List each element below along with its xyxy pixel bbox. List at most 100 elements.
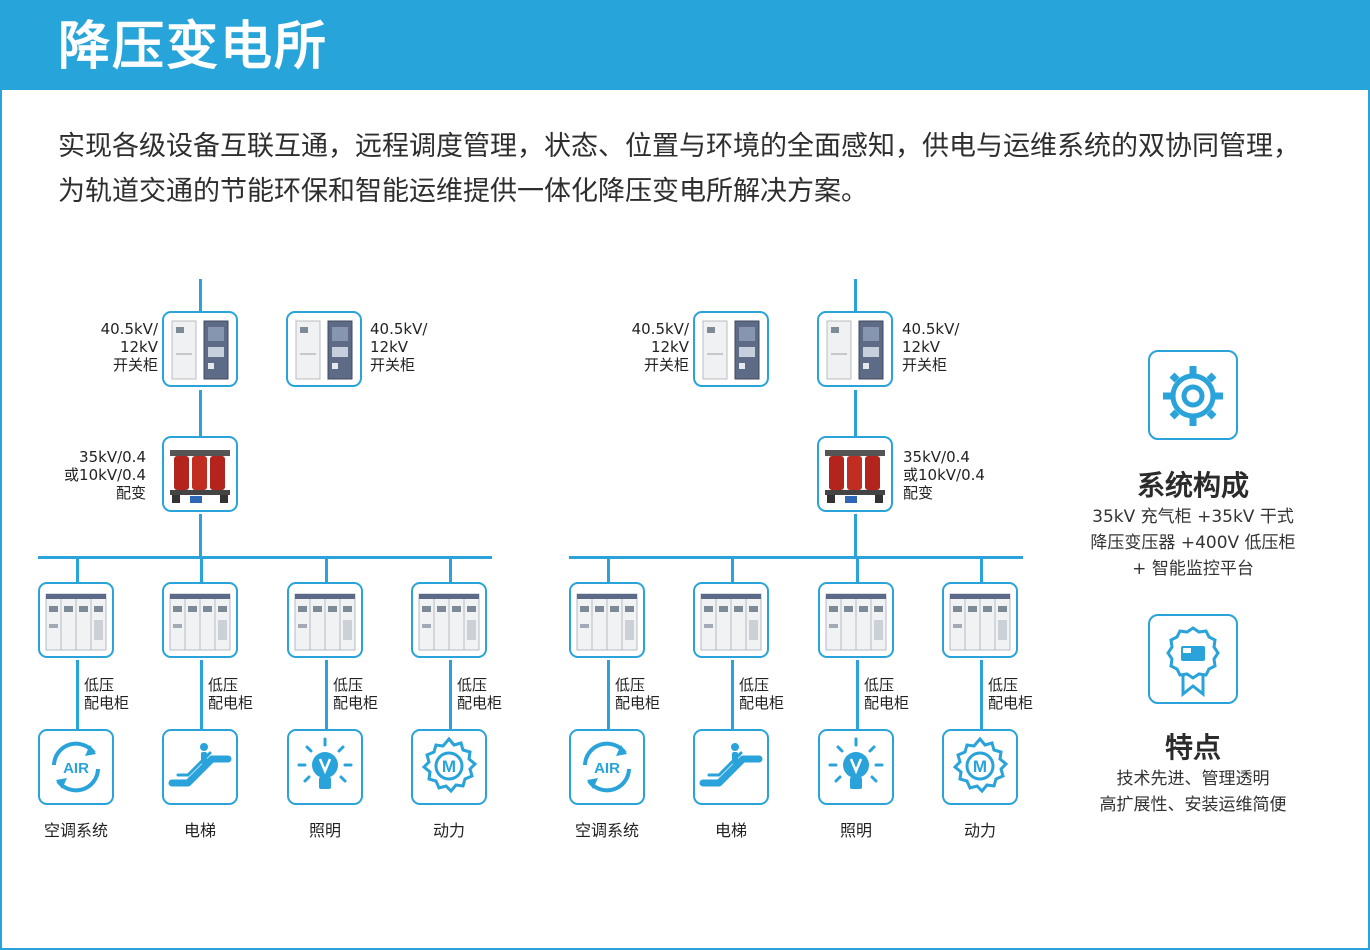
air-conditioning-icon: AIR [583,741,631,793]
page-title: 降压变电所 [58,17,329,77]
lv-cabinet-label-line: 低压 [208,676,239,694]
lv-cabinet-icon [700,593,762,651]
connection-line [325,660,328,732]
lv-cabinet-icon [45,593,107,651]
connection-line [980,660,983,732]
switchgear-label-line: 12kV [370,338,409,356]
transformer-label-line: 配变 [115,484,146,502]
switchgear-label-line: 12kV [119,338,158,356]
load-caption: 动力 [963,821,996,840]
lv-cabinet-label: 低压配电柜 [84,676,129,712]
traits-title: 特点 [1164,731,1221,764]
lv-cabinet-icon [576,593,638,651]
lv-cabinet-label-line: 低压 [988,676,1019,694]
switchgear-icon [826,320,884,380]
switchgear-box [162,311,238,387]
lv-cabinet-label-line: 配电柜 [457,694,503,712]
connection-line [449,660,452,732]
lv-cabinet-label-line: 配电柜 [84,694,130,712]
connection-line [731,556,734,584]
transformer-box [817,436,893,512]
lv-cabinet-box [38,582,114,658]
lv-cabinet-icon [418,593,480,651]
header-bar: 降压变电所 [0,0,1370,90]
load-box-power: M [411,729,487,805]
lv-cabinet-label-line: 低压 [84,676,115,694]
lv-cabinet-box [818,582,894,658]
lv-cabinet-label-line: 配电柜 [739,694,785,712]
switchgear-label-line: 40.5kV/ [631,320,689,338]
lv-cabinet-label-line: 配电柜 [988,694,1034,712]
switchgear-icon [702,320,760,380]
switchgear-label-line: 开关柜 [112,356,158,374]
lv-cabinet-label: 低压配电柜 [457,676,502,712]
lv-cabinet-label: 低压配电柜 [208,676,253,712]
switchgear-label-line: 40.5kV/ [370,320,428,338]
switchgear-label-line: 40.5kV/ [100,320,158,338]
lv-cabinet-box [942,582,1018,658]
lv-cabinet-label-line: 配电柜 [864,694,910,712]
connection-line [856,556,859,584]
lv-cabinet-box [162,582,238,658]
gear-icon [1163,366,1223,426]
lv-cabinet-icon [169,593,231,651]
load-caption: 动力 [432,821,465,840]
escalator-icon [699,743,763,787]
switchgear-box [286,311,362,387]
air-conditioning-icon: AIR [52,741,100,793]
system-line: + 智能监控平台 [1132,559,1254,579]
load-box-elevator [162,729,238,805]
connection-line [38,556,492,559]
lv-cabinet-box [569,582,645,658]
lv-cabinet-box [287,582,363,658]
switchgear-icon [295,320,353,380]
traits-desc: 技术先进、管理透明 高扩展性、安装运维简便 [1063,766,1323,818]
lighting-bulb-icon [297,737,353,789]
load-box-elevator [693,729,769,805]
connection-line [731,660,734,732]
connection-line [199,279,202,312]
traits-line: 高扩展性、安装运维简便 [1099,795,1287,815]
connection-line [856,660,859,732]
switchgear-label-line: 12kV [902,338,941,356]
system-line: 35kV 充气柜 +35kV 干式 [1092,507,1294,527]
switchgear-label-line: 开关柜 [902,356,948,374]
load-caption: 空调系统 [574,821,639,840]
connection-line [76,556,79,584]
svg-text:AIR: AIR [594,760,620,777]
transformer-icon [825,450,885,503]
lv-cabinet-label-line: 低压 [615,676,646,694]
connection-line [854,390,857,436]
load-caption: 照明 [839,821,872,840]
system-composition-icon-box [1148,350,1238,440]
lv-cabinet-icon [949,593,1011,651]
load-caption: 空调系统 [43,821,108,840]
transformer-label-line: 或10kV/0.4 [903,466,985,484]
connection-line [200,660,203,732]
svg-text:M: M [973,757,987,776]
transformer-box [162,436,238,512]
load-box-air-conditioning: AIR [38,729,114,805]
switchgear-label-line: 12kV [650,338,689,356]
lv-cabinet-box [411,582,487,658]
lv-cabinet-label: 低压配电柜 [333,676,378,712]
escalator-icon [168,743,232,787]
switchgear-label-line: 开关柜 [370,356,416,374]
switchgear-box [693,311,769,387]
load-caption: 电梯 [183,821,216,840]
transformer-label-line: 或10kV/0.4 [64,466,146,484]
traits-line: 技术先进、管理透明 [1116,769,1270,789]
connection-line [200,556,203,584]
connection-line [607,556,610,584]
connection-line [854,279,857,312]
traits-icon-box [1148,614,1238,704]
lv-cabinet-label-line: 配电柜 [208,694,254,712]
load-box-lighting [818,729,894,805]
lv-cabinet-label-line: 配电柜 [333,694,379,712]
connection-line [199,390,202,436]
lv-cabinet-label-line: 配电柜 [615,694,661,712]
svg-text:AIR: AIR [63,760,89,777]
